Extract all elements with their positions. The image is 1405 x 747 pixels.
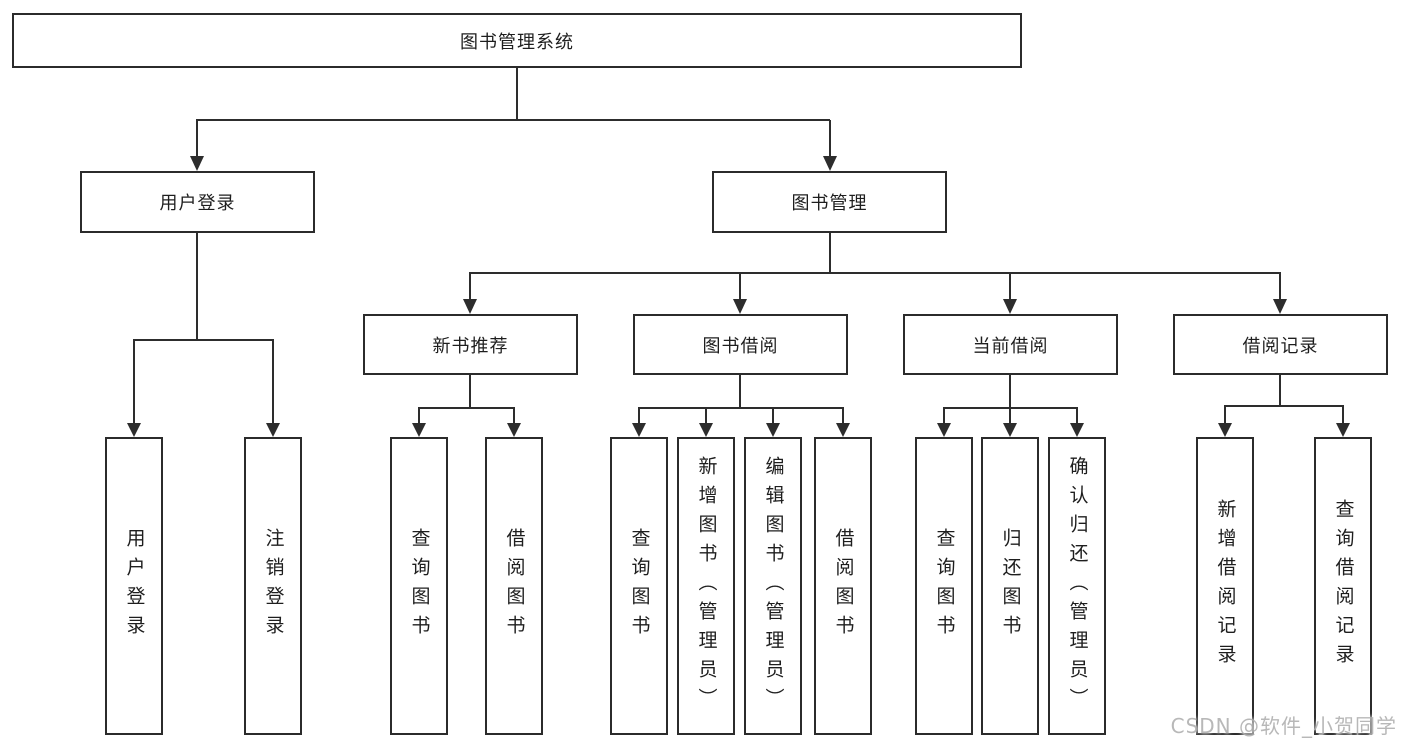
leaf-bb-query-books: 查询图书 xyxy=(610,437,668,735)
node-book-borrowing: 图书借阅 xyxy=(633,314,848,375)
node-new-book-recommend: 新书推荐 xyxy=(363,314,578,375)
leaf-bb-borrow-books: 借阅图书 xyxy=(814,437,872,735)
node-borrowing-records: 借阅记录 xyxy=(1173,314,1388,375)
node-user-login: 用户登录 xyxy=(80,171,315,233)
leaf-nbr-borrow-books: 借阅图书 xyxy=(485,437,543,735)
arrowheads xyxy=(127,156,1350,437)
node-current-borrowing: 当前借阅 xyxy=(903,314,1118,375)
leaf-cb-confirm-return-admin: 确认归还（管理员） xyxy=(1048,437,1106,735)
node-root-library-system: 图书管理系统 xyxy=(12,13,1022,68)
leaf-logout: 注销登录 xyxy=(244,437,302,735)
node-book-management: 图书管理 xyxy=(712,171,947,233)
leaf-bb-edit-books-admin: 编辑图书（管理员） xyxy=(744,437,802,735)
leaf-cb-return-books: 归还图书 xyxy=(981,437,1039,735)
leaf-nbr-query-books: 查询图书 xyxy=(390,437,448,735)
csdn-watermark: CSDN @软件_小贺同学 xyxy=(1170,714,1397,738)
leaf-cb-query-books: 查询图书 xyxy=(915,437,973,735)
leaf-br-add-record: 新增借阅记录 xyxy=(1196,437,1254,735)
leaf-bb-add-books-admin: 新增图书（管理员） xyxy=(677,437,735,735)
leaf-user-login: 用户登录 xyxy=(105,437,163,735)
leaf-br-query-record: 查询借阅记录 xyxy=(1314,437,1372,735)
